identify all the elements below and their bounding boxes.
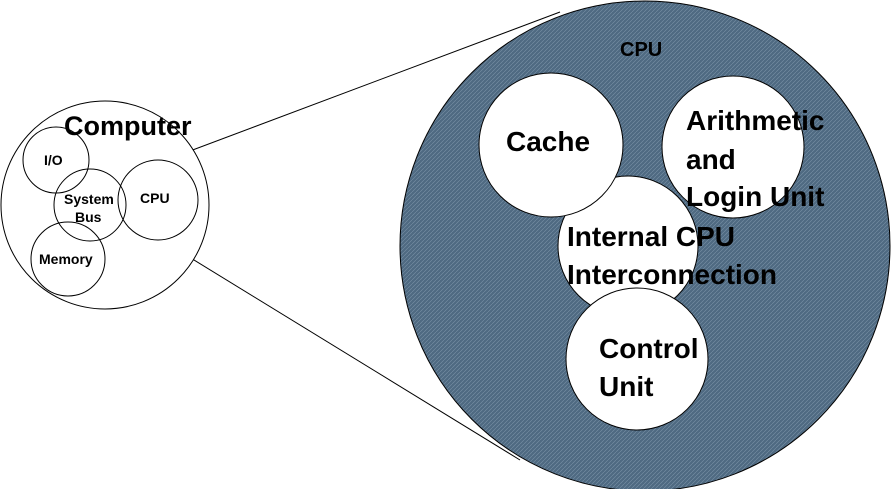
memory-circle [30,221,106,297]
zoom-line-bottom [149,232,521,461]
cpu-title: CPU [620,39,662,61]
small-cpu-circle [117,159,199,241]
system-bus-label-line1: System [64,191,114,207]
computer-title: Computer [64,111,192,141]
control-unit-label-line1: Control [599,333,699,364]
control-unit-circle [565,287,709,431]
system-bus-label-line2: Bus [75,209,102,225]
cache-label: Cache [506,126,590,157]
alu-label-line3: Login Unit [686,181,824,212]
zoom-line-top [149,11,561,167]
small-cpu-label: CPU [140,190,170,206]
alu-label-line1: Arithmetic [686,105,824,136]
control-unit-label-line2: Unit [599,371,653,402]
alu-label-line2: and [686,144,736,175]
memory-label: Memory [39,251,93,267]
alu-circle [661,75,805,219]
interconnect-label-line1: Internal CPU [567,221,735,252]
computer-circle [0,100,210,310]
cache-circle [478,72,624,218]
interconnect-label-line2: Interconnection [567,259,777,290]
io-label: I/O [44,152,63,168]
system-bus-circle [53,168,127,242]
